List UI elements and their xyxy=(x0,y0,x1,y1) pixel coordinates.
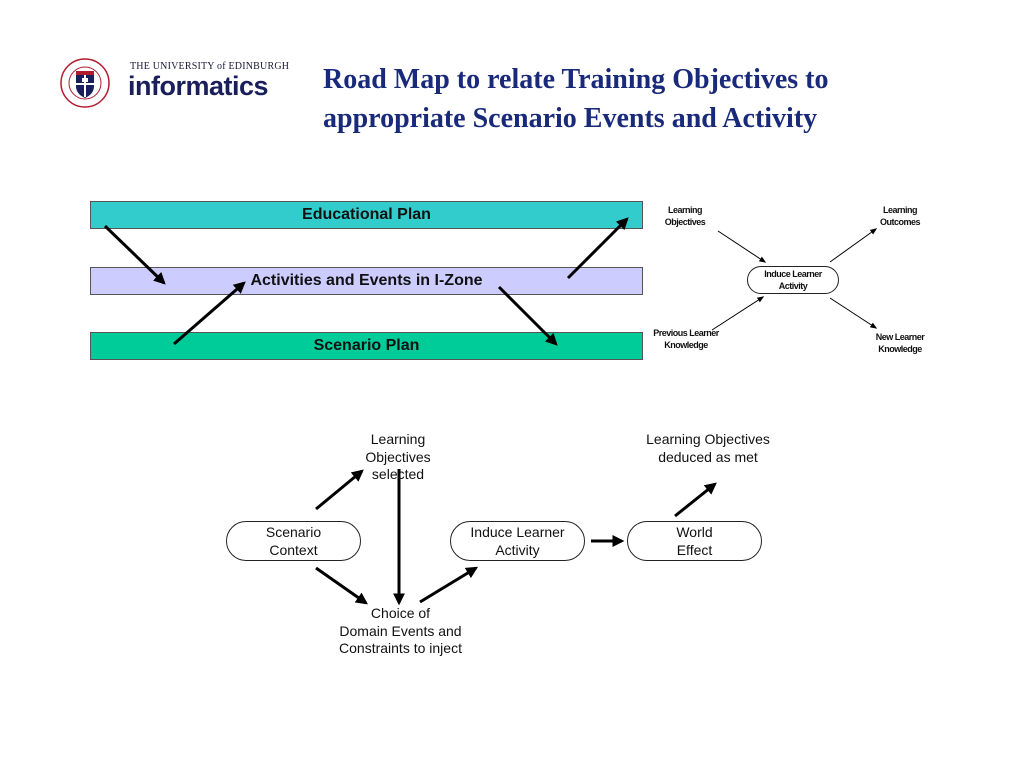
arrow-context-to-choice xyxy=(315,566,368,605)
small-learning-objectives-label: Learning Objectives xyxy=(664,205,706,227)
small-arrow-previous-to-activity xyxy=(711,296,765,331)
scenario-context-node: Scenario Context xyxy=(226,521,361,561)
objectives-deduced-label: Learning Objectives deduced as met xyxy=(646,431,770,465)
activities-events-bar: Activities and Events in I-Zone xyxy=(90,267,643,295)
small-arrow-objectives-to-activity xyxy=(717,230,767,263)
university-name: THE UNIVERSITY of EDINBURGH xyxy=(130,61,290,72)
small-new-knowledge-label: New Learner Knowledge xyxy=(875,332,925,354)
induce-learner-activity-node: Induce Learner Activity xyxy=(450,521,585,561)
arrow-edu-to-activity xyxy=(103,224,166,285)
university-logo: THE UNIVERSITY of EDINBURGH informatics xyxy=(60,58,295,108)
arrow-scenario-to-activity xyxy=(173,281,246,346)
small-arrow-activity-to-new xyxy=(829,297,878,329)
arrow-context-to-objectives xyxy=(315,469,364,511)
small-induce-learner-node: Induce Learner Activity xyxy=(747,266,839,294)
arrow-world-to-deduced xyxy=(674,482,717,518)
page-title: Road Map to relate Training Objectives t… xyxy=(323,60,1003,138)
small-previous-knowledge-label: Previous Learner Knowledge xyxy=(653,328,719,350)
title-line-2: appropriate Scenario Events and Activity xyxy=(323,103,818,134)
world-effect-node: World Effect xyxy=(627,521,762,561)
choice-of-events-label: Choice of Domain Events and Constraints … xyxy=(339,605,462,656)
informatics-wordmark: informatics xyxy=(128,71,269,101)
arrow-activity-to-scenario xyxy=(497,285,558,346)
arrow-choice-to-induce xyxy=(419,566,479,604)
small-learning-outcomes-label: Learning Outcomes xyxy=(879,205,921,227)
arrow-activity-to-edu xyxy=(566,217,629,280)
small-arrow-activity-to-outcomes xyxy=(829,228,878,263)
educational-plan-bar: Educational Plan xyxy=(90,201,643,229)
university-crest-icon xyxy=(60,58,110,108)
title-line-1: Road Map to relate Training Objectives t… xyxy=(323,64,829,95)
